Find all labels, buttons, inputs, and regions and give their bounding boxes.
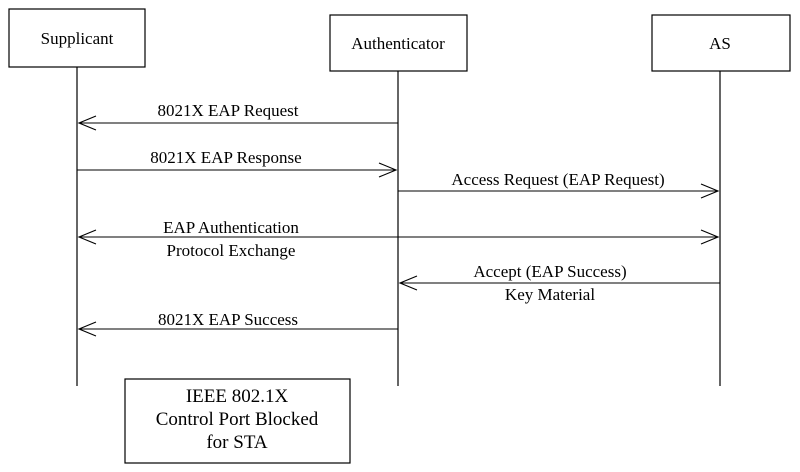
eap-exchange-message: EAP Authentication Protocol Exchange: [77, 218, 720, 260]
as-label: AS: [709, 34, 731, 53]
authenticator-label: Authenticator: [351, 34, 445, 53]
eap-success-label: 8021X EAP Success: [158, 310, 298, 329]
control-port-note-box: [124, 378, 351, 464]
eap-success-arrowhead: [77, 321, 97, 337]
as-box: [651, 14, 791, 72]
note-line-2: Control Port Blocked: [156, 409, 319, 430]
eap-exchange-right-arrowhead: [700, 229, 720, 245]
eap-request-message: 8021X EAP Request: [77, 101, 398, 131]
supplicant-box: [8, 8, 146, 68]
accept-arrowhead: [398, 275, 418, 291]
as-participant: AS: [651, 14, 791, 72]
accept-label-line2: Key Material: [505, 285, 595, 304]
eap-response-arrowhead: [378, 162, 398, 178]
access-request-message: Access Request (EAP Request): [398, 170, 720, 199]
eap-success-message: 8021X EAP Success: [77, 310, 398, 337]
accept-label-line1: Accept (EAP Success): [473, 262, 626, 281]
note-line-1: IEEE 802.1X: [186, 386, 289, 407]
accept-message: Accept (EAP Success) Key Material: [398, 262, 720, 304]
eap-request-arrowhead: [77, 115, 97, 131]
eap-request-label: 8021X EAP Request: [157, 101, 298, 120]
note-line-3: for STA: [206, 432, 268, 453]
eap-exchange-label-line2: Protocol Exchange: [167, 241, 296, 260]
eap-exchange-left-arrowhead: [77, 229, 97, 245]
authenticator-box: [329, 14, 468, 72]
access-request-label: Access Request (EAP Request): [451, 170, 664, 189]
eap-exchange-label-line1: EAP Authentication: [163, 218, 299, 237]
authenticator-participant: Authenticator: [329, 14, 468, 72]
eap-response-label: 8021X EAP Response: [150, 148, 301, 167]
supplicant-participant: Supplicant: [8, 8, 146, 68]
access-request-arrowhead: [700, 183, 720, 199]
eap-response-message: 8021X EAP Response: [77, 148, 398, 178]
supplicant-label: Supplicant: [41, 29, 114, 48]
control-port-note: IEEE 802.1X Control Port Blocked for STA: [124, 378, 351, 464]
